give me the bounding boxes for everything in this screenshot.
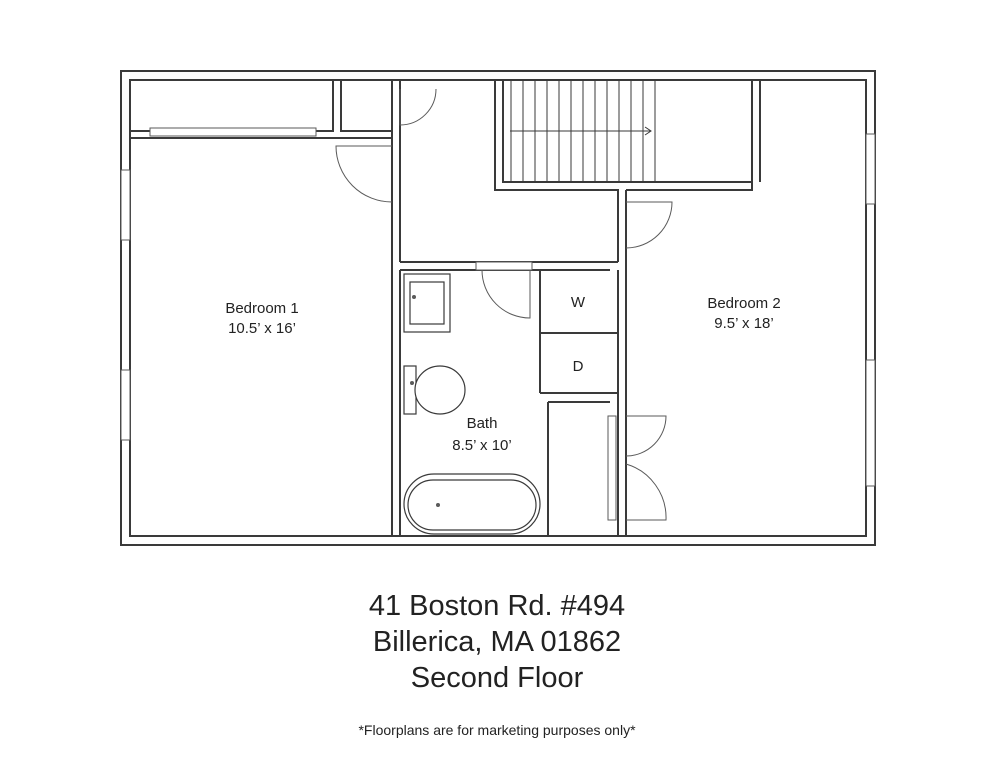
sink [409, 281, 445, 325]
bath-walls [399, 270, 618, 536]
floor-plan: Bedroom 1 10.5’ x 16’ Bedroom 2 9.5’ x 1… [120, 70, 876, 546]
window [865, 359, 876, 487]
bedroom1-size: 10.5’ x 16’ [228, 320, 296, 337]
address-line2: Billerica, MA 01862 [372, 626, 622, 658]
bath-name: Bath [467, 415, 498, 432]
closet-door-panel [607, 415, 617, 521]
window [120, 369, 131, 441]
stairs [510, 80, 656, 182]
floor-label: Second Floor [410, 662, 584, 694]
toilet-bowl [414, 365, 466, 415]
bedroom2-size: 9.5’ x 18’ [714, 315, 773, 332]
address-line1: 41 Boston Rd. #494 [368, 590, 626, 622]
bedroom2-door [625, 201, 673, 249]
bathtub-inner [407, 479, 537, 531]
bedroom2-name: Bedroom 2 [707, 295, 780, 312]
exterior-wall-inner [129, 79, 867, 537]
window [120, 169, 131, 241]
bedroom1-name: Bedroom 1 [225, 300, 298, 317]
bedroom1-east-wall [391, 80, 401, 536]
stair-walls [494, 80, 761, 536]
closet-door [399, 88, 437, 126]
window [865, 133, 876, 205]
washer-label: W [571, 294, 586, 311]
closet-sliding-door [149, 127, 317, 137]
bath-window [475, 261, 533, 271]
bedroom1-door [335, 145, 393, 203]
bath-door [481, 269, 531, 319]
toilet-tank [403, 365, 417, 415]
bath-size: 8.5’ x 10’ [452, 437, 511, 454]
exterior-wall-outer [120, 70, 876, 546]
dryer-label: D [573, 358, 584, 375]
closet-bifold-door-bottom [625, 463, 667, 521]
closet-wall [130, 80, 393, 139]
closet-bifold-door-top [625, 415, 667, 457]
disclaimer: *Floorplans are for marketing purposes o… [358, 722, 636, 738]
